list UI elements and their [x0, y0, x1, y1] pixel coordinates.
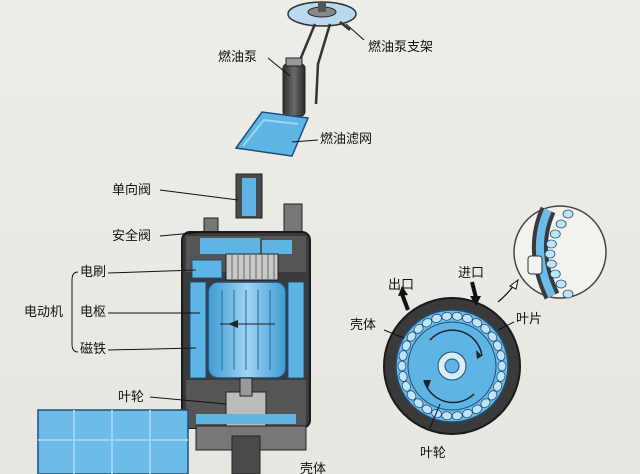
label-brush: 电刷 — [80, 265, 107, 280]
impeller-blade — [480, 323, 491, 334]
label-blade: 叶片 — [516, 312, 543, 327]
impeller-blade — [462, 313, 473, 323]
armature — [207, 281, 287, 379]
impeller-blade — [398, 371, 408, 382]
impeller-blade — [441, 411, 453, 421]
impeller-blade — [401, 381, 411, 392]
zoom-blade — [544, 249, 556, 259]
impeller-blade — [413, 323, 424, 334]
label-safety-valve: 安全阀 — [112, 229, 152, 244]
impeller-blade — [397, 360, 407, 372]
impeller-blade — [496, 350, 506, 361]
label-impeller-bottom: 叶轮 — [420, 446, 447, 461]
impeller-blade — [471, 318, 483, 328]
zoom-blade — [562, 289, 574, 299]
impeller-blade — [421, 404, 433, 414]
impeller-cross-section — [383, 278, 521, 435]
label-motor: 电动机 — [24, 305, 64, 320]
impeller-blade — [497, 360, 507, 372]
impeller-blade — [451, 311, 463, 321]
pump-cross-section — [181, 173, 311, 474]
leader-lines — [71, 23, 365, 405]
label-fuel-filter: 燃油滤网 — [320, 132, 373, 147]
label-armature: 电枢 — [80, 305, 107, 320]
label-magnet: 磁铁 — [80, 342, 107, 357]
impeller-blade — [401, 340, 411, 351]
label-fuel-pump: 燃油泵 — [218, 50, 258, 65]
impeller-blade — [413, 398, 424, 409]
pump-bracket-assembly — [287, 1, 357, 105]
impeller-blade — [441, 311, 453, 321]
impeller-leaders — [383, 321, 515, 429]
label-check-valve: 单向阀 — [112, 183, 152, 198]
impeller-blade — [480, 398, 491, 409]
zoom-blade — [545, 239, 557, 249]
bottom-strainer — [37, 409, 189, 474]
impeller-blade — [471, 404, 483, 414]
zoom-blade — [562, 209, 574, 219]
zoom-blade — [555, 279, 567, 289]
label-inlet: 进口 — [458, 266, 485, 281]
impeller-blade — [421, 318, 433, 328]
impeller-blade — [487, 331, 498, 342]
impeller-blade — [406, 390, 417, 401]
blade-zoom-detail — [513, 205, 607, 300]
label-housing-bottom: 壳体 — [300, 462, 327, 474]
small-fuel-pump — [282, 57, 306, 117]
zoom-blade — [549, 229, 561, 239]
impeller-blade — [406, 331, 417, 342]
impeller-blade — [462, 409, 473, 419]
zoom-blade — [545, 259, 557, 269]
impeller-blade — [487, 390, 498, 401]
impeller-blade — [431, 313, 442, 323]
impeller-blade — [451, 411, 463, 421]
zoom-blade — [555, 219, 567, 229]
label-housing: 壳体 — [350, 318, 377, 333]
label-outlet: 出口 — [388, 278, 415, 293]
commutator — [225, 253, 279, 281]
label-pump-bracket: 燃油泵支架 — [368, 40, 434, 55]
impeller-blade — [493, 340, 503, 351]
zoom-blade — [549, 269, 561, 279]
impeller-blade — [496, 371, 506, 382]
fuel-filter — [234, 111, 310, 157]
label-impeller: 叶轮 — [118, 390, 145, 405]
impeller-blade — [493, 381, 503, 392]
impeller-blade — [398, 350, 408, 361]
